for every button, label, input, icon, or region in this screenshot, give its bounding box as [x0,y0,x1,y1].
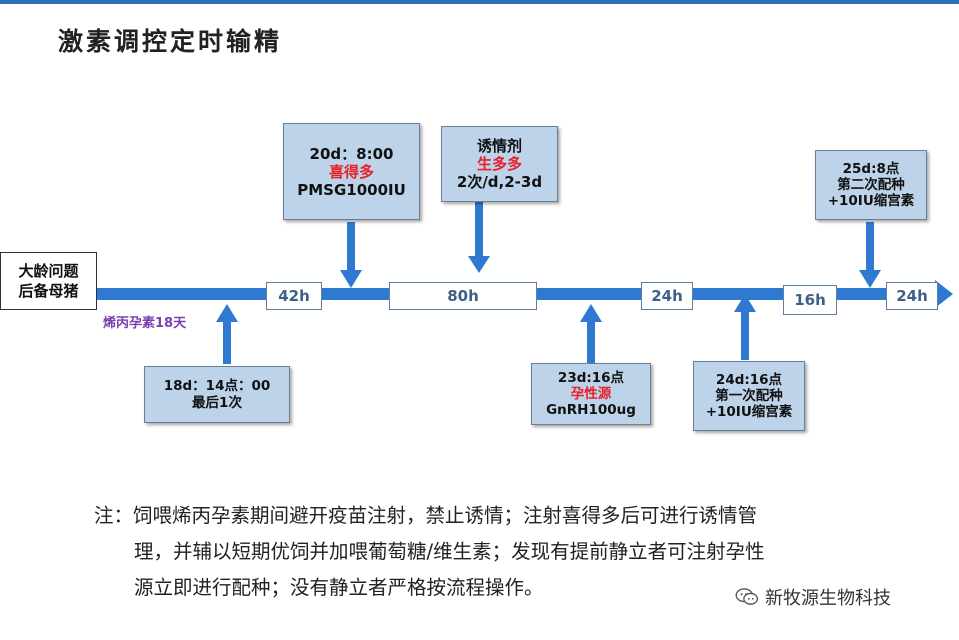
note-line-3: 源立即进行配种；没有静立者严格按流程操作。 [134,576,544,599]
event-inducer-product: 生多多 [476,155,522,173]
event-second-title: 第二次配种 [837,176,905,193]
event-gnrh-dose: GnRH100ug [546,402,636,419]
event-first-title: 第一次配种 [715,387,783,404]
note-line-1: 注：饲喂烯丙孕素期间避开疫苗注射，禁止诱情；注射喜得多后可进行诱情管 [94,504,758,527]
arrow-up-gnrh [580,304,602,364]
segment-24h-a: 24h [641,282,693,310]
event-box-inducer: 诱情剂 生多多 2次/d,2-3d [441,126,558,202]
arrow-down-inducer [468,202,490,273]
arrow-down-second-breeding [859,222,881,288]
watermark: 新牧源生物科技 [735,584,891,610]
event-gnrh-product: 孕性源 [570,385,612,402]
event-pmsg-product: 喜得多 [328,162,374,181]
arrow-down-pmsg [340,222,362,288]
top-accent-line [0,0,959,4]
event-box-gnrh: 23d:16点 孕性源 GnRH100ug [531,363,651,425]
event-inducer-title: 诱情剂 [476,137,522,155]
event-last-time: 18d：14点：00 [163,378,271,395]
event-first-time: 24d:16点 [715,371,783,388]
segment-80h: 80h [389,282,537,310]
event-inducer-dose: 2次/d,2-3d [456,173,543,191]
arrow-up-first-breeding [734,294,756,360]
event-box-first-breeding: 24d:16点 第一次配种 +10IU缩宫素 [693,361,805,431]
event-pmsg-time: 20d：8:00 [309,144,394,163]
start-line1: 大龄问题 [18,261,79,280]
event-gnrh-time: 23d:16点 [557,369,625,386]
timeline-arrowhead [935,280,953,308]
start-line2: 后备母猪 [18,282,79,300]
note-paragraph: 注：饲喂烯丙孕素期间避开疫苗注射，禁止诱情；注射喜得多后可进行诱情管 理，并辅以… [94,498,924,606]
segment-16h: 16h [783,285,837,315]
segment-24h-b: 24h [886,282,938,310]
feed-duration-label: 烯丙孕素18天 [103,316,187,331]
chat-bubbles-icon [735,588,759,605]
segment-42h: 42h [266,282,322,310]
event-last-title: 最后1次 [192,394,242,411]
page-title: 激素调控定时输精 [58,27,283,56]
arrow-up-last-dose [216,304,238,364]
event-second-time: 25d:8点 [842,160,900,177]
event-first-dose: +10IU缩宫素 [705,404,793,421]
event-box-last-dose: 18d：14点：00 最后1次 [144,366,290,423]
event-box-second-breeding: 25d:8点 第二次配种 +10IU缩宫素 [815,150,927,220]
event-second-dose: +10IU缩宫素 [827,193,915,210]
event-box-pmsg: 20d：8:00 喜得多 PMSG1000IU [283,123,420,220]
event-pmsg-dose: PMSG1000IU [297,180,406,199]
note-line-2: 理，并辅以短期优饲并加喂葡萄糖/维生素；发现有提前静立者可注射孕性 [134,540,765,563]
start-box: 大龄问题 后备母猪 [0,252,97,310]
watermark-text: 新牧源生物科技 [765,588,891,609]
